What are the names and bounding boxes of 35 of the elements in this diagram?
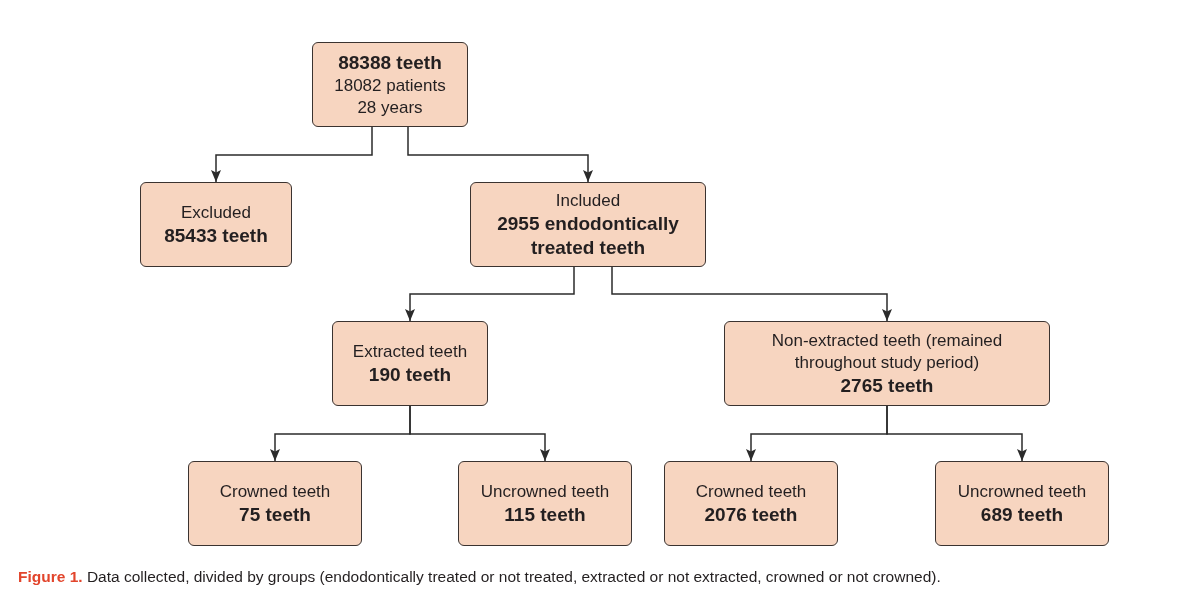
label-text: Crowned teeth — [695, 480, 807, 503]
label-text: 18082 patients — [334, 74, 446, 97]
connector-arrow — [886, 405, 1027, 462]
process-box — [470, 182, 706, 267]
label-text: Extracted teeth — [352, 340, 468, 363]
label-text: Included — [555, 189, 621, 212]
label-text: Uncrowned teeth — [957, 480, 1087, 503]
count-text: 85433 teeth — [164, 223, 268, 248]
count-text: 115 teeth — [504, 502, 586, 527]
connector-arrow — [409, 405, 550, 462]
connector-arrow — [611, 266, 892, 322]
label-text: Crowned teeth — [219, 480, 331, 503]
figure-caption: Figure 1. Data collected, divided by groups (endodontically treated or not treated, extracted or not extracted, crowned or not crowned). — [18, 567, 941, 587]
process-box — [664, 461, 838, 546]
count-text: 2076 teeth — [704, 502, 798, 527]
connector-arrow — [407, 126, 593, 183]
label-text: Uncrowned teeth — [480, 480, 610, 503]
count-text: 75 teeth — [239, 502, 311, 527]
process-box — [458, 461, 632, 546]
count-text: 689 teeth — [980, 502, 1064, 527]
count-text: 190 teeth — [368, 362, 452, 387]
count-text: 2955 endodontically treated teeth — [496, 211, 680, 260]
connector-arrow — [211, 126, 373, 183]
process-box — [140, 182, 292, 267]
connector-arrow — [405, 266, 575, 322]
count-text: 2765 teeth — [840, 373, 934, 398]
label-text: Non-extracted teeth (remained throughout study period) — [770, 329, 1004, 374]
label-text: Excluded — [181, 201, 251, 224]
process-box — [724, 321, 1050, 406]
label-text: 28 years — [357, 96, 423, 119]
count-text: 88388 teeth — [338, 50, 442, 75]
process-box — [935, 461, 1109, 546]
process-box — [188, 461, 362, 546]
process-box — [312, 42, 468, 127]
process-box — [332, 321, 488, 406]
